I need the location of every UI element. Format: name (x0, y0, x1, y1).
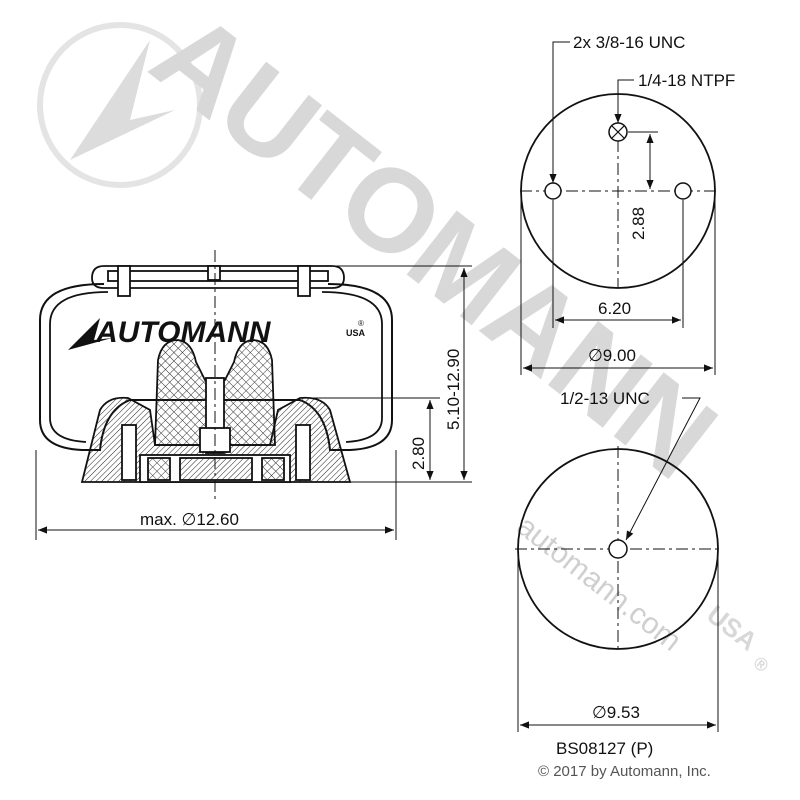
side-dimensions (35, 265, 472, 540)
bolt-thread-label: 2x 3/8-16 UNC (573, 33, 685, 52)
side-brand-suffix: USA (346, 328, 366, 338)
copyright: © 2017 by Automann, Inc. (538, 763, 711, 780)
top-diameter-label: ∅9.00 (588, 346, 636, 365)
brand-logo-icon (68, 318, 112, 350)
top-view (520, 41, 716, 375)
bottom-diameter-label: ∅9.53 (592, 703, 640, 722)
watermark-url: automann.com (511, 510, 688, 658)
left-stud (117, 265, 131, 297)
watermark-suffix: USA (701, 599, 763, 657)
bottom-thread-label: 1/2-13 UNC (560, 389, 650, 408)
right-stud (297, 265, 311, 297)
air-port (207, 265, 221, 281)
width-dimension-label: max. ∅12.60 (140, 510, 239, 529)
base-height-label: 2.80 (409, 437, 428, 470)
left-bolt-hole (544, 182, 562, 200)
bolt-spacing-label: 6.20 (598, 299, 631, 318)
bolt-offset-label: 2.88 (629, 207, 648, 240)
bottom-view (515, 397, 721, 732)
side-brand-text: AUTOMANN (95, 316, 272, 349)
side-view (39, 250, 393, 500)
watermark-registered: ® (750, 652, 773, 676)
bellows-inner (49, 291, 109, 443)
watermark-logo-ring (37, 22, 203, 188)
right-bolt-hole (674, 182, 692, 200)
bottom-thread-hole (608, 539, 628, 559)
part-number: BS08127 (P) (556, 739, 653, 758)
side-view-brand: AUTOMANN USA ® (68, 316, 366, 350)
watermark-logo-arrow-icon (70, 40, 175, 160)
air-port-thread-label: 1/4-18 NTPF (638, 71, 735, 90)
height-dimension-label: 5.10-12.90 (444, 349, 463, 430)
side-brand-registered: ® (358, 319, 364, 328)
